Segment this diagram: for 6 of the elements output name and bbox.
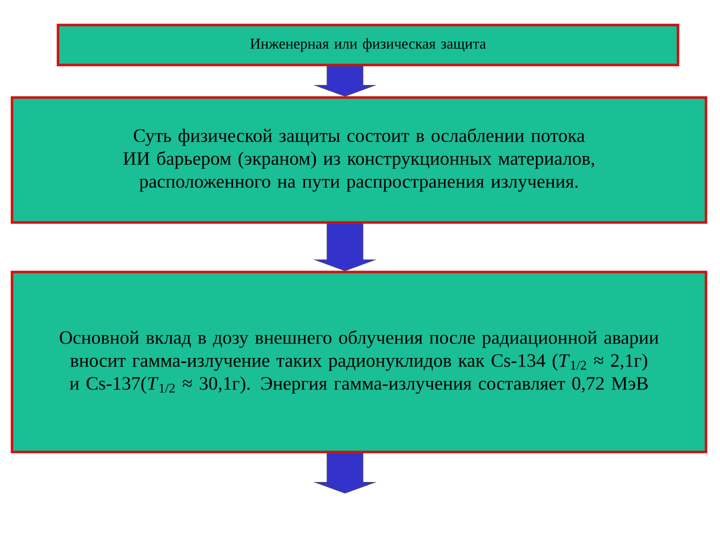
text-box: Основной вклад в дозу внешнего облучения после радиационной аварии вносит гамма-излучение таких радионуклидов как Cs-134 (T$_{1/2}$ ≈ 2,1г) и Cs-137(T$_{1/2}$ ≈ 30,1г). Энергия гамма-излучения составляет 0,72 МэВ [10, 270, 708, 454]
block-arrow [313, 223, 377, 272]
block-arrow [313, 452, 377, 494]
block-arrow [313, 66, 377, 97]
text-box: Суть физической защиты состоит в ослаблении потока ИИ барьером (экраном) из конструкционных материалов, расположенного на пути распространения излучения. [10, 96, 708, 224]
text-box: Инженерная или физическая защита [56, 24, 680, 66]
